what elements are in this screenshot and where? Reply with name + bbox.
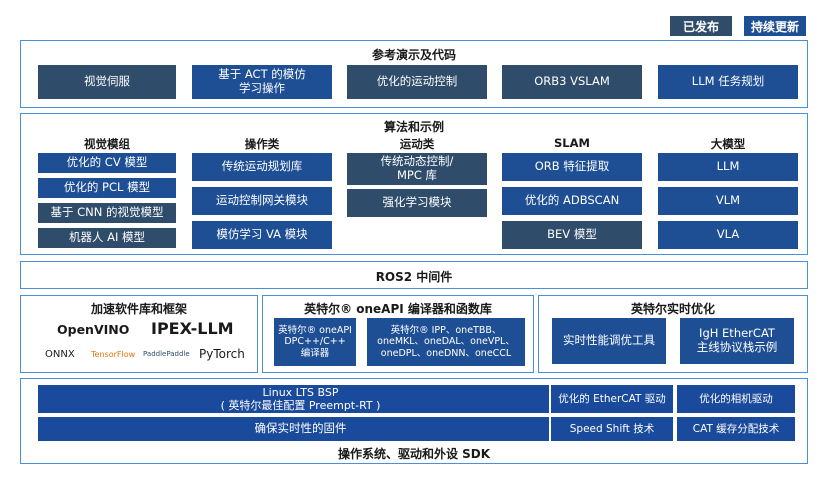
col-llm-title: 大模型	[710, 137, 746, 151]
demos-section: 参考演示及代码 视觉伺服 基于 ACT 的模仿 学习操作 优化的运动控制 ORB…	[20, 40, 808, 108]
col-slam-title: SLAM	[554, 136, 590, 150]
loco-reinforcement: 强化学习模块	[347, 189, 487, 217]
os-speed-shift: Speed Shift 技术	[549, 417, 673, 441]
llm-vla: VLA	[658, 221, 798, 249]
col-manipulation-title: 操作类	[244, 137, 280, 151]
os-section: Linux LTS BSP ( 英特尔最佳配置 Preempt-RT ) 确保实…	[20, 378, 808, 464]
llm-llm: LLM	[658, 153, 798, 181]
realtime-section: 英特尔实时优化 实时性能调优工具 IgH EtherCAT 主线协议栈示例	[538, 295, 808, 373]
manip-imitation-va: 模仿学习 VA 模块	[192, 221, 332, 249]
col-locomotion-title: 运动类	[399, 137, 435, 151]
onnx-logo: ONNX	[45, 349, 75, 360]
realtime-title: 英特尔实时优化	[630, 302, 715, 316]
os-linux-bsp: Linux LTS BSP ( 英特尔最佳配置 Preempt-RT )	[38, 385, 563, 413]
oneapi-libraries: 英特尔® IPP、oneTBB、 oneMKL、oneDAL、oneVPL、 o…	[367, 318, 525, 366]
loco-dynamic-control: 传统动态控制/ MPC 库	[347, 153, 487, 185]
demo-orb3-vslam: ORB3 VSLAM	[502, 65, 642, 99]
legend-updating: 持续更新	[744, 16, 806, 36]
os-ethercat-driver: 优化的 EtherCAT 驱动	[549, 385, 673, 413]
demo-visual-servo: 视觉伺服	[38, 65, 176, 99]
manip-control-gateway: 运动控制网关模块	[192, 187, 332, 215]
vision-cnn-model: 基于 CNN 的视觉模型	[38, 203, 176, 223]
col-vision-title: 视觉模组	[84, 137, 130, 151]
oneapi-compiler: 英特尔® oneAPI DPC++/C++ 编译器	[274, 318, 356, 366]
legend-published: 已发布	[670, 16, 732, 36]
accel-section: 加速软件库和框架 OpenVINO IPEX-LLM ONNX TensorFl…	[20, 295, 258, 373]
vision-pcl-model: 优化的 PCL 模型	[38, 178, 176, 198]
tensorflow-logo: TensorFlow	[91, 350, 136, 359]
os-title: 操作系统、驱动和外设 SDK	[337, 447, 491, 461]
vision-cv-model: 优化的 CV 模型	[38, 153, 176, 173]
ros2-title: ROS2 中间件	[375, 270, 453, 284]
llm-vlm: VLM	[658, 187, 798, 215]
oneapi-title: 英特尔® oneAPI 编译器和函数库	[304, 302, 492, 316]
algorithms-title: 算法和示例	[383, 120, 444, 134]
ipex-llm-logo: IPEX-LLM	[151, 319, 234, 338]
algorithms-section: 算法和示例 视觉模组 优化的 CV 模型 优化的 PCL 模型 基于 CNN 的…	[20, 113, 808, 255]
manip-motion-planning: 传统运动规划库	[192, 153, 332, 181]
paddlepaddle-logo: PaddlePaddle	[143, 350, 190, 358]
ros2-section: ROS2 中间件	[20, 261, 808, 289]
pytorch-logo: PyTorch	[199, 347, 245, 361]
os-camera-driver: 优化的相机驱动	[677, 385, 795, 413]
slam-adbscan: 优化的 ADBSCAN	[502, 187, 642, 215]
slam-bev-model: BEV 模型	[502, 221, 642, 249]
realtime-tuning-tool: 实时性能调优工具	[552, 318, 666, 364]
demos-title: 参考演示及代码	[371, 48, 456, 62]
realtime-igh-ethercat: IgH EtherCAT 主线协议栈示例	[680, 318, 794, 364]
accel-title: 加速软件库和框架	[90, 302, 187, 316]
os-realtime-firmware: 确保实时性的固件	[38, 417, 563, 441]
openvino-logo: OpenVINO	[57, 322, 130, 337]
slam-orb-feature: ORB 特征提取	[502, 153, 642, 181]
os-cat-cache: CAT 缓存分配技术	[677, 417, 795, 441]
demo-act-imitation: 基于 ACT 的模仿 学习操作	[192, 65, 332, 99]
demo-llm-planning: LLM 任务规划	[658, 65, 798, 99]
oneapi-section: 英特尔® oneAPI 编译器和函数库 英特尔® oneAPI DPC++/C+…	[262, 295, 534, 373]
vision-robot-ai-model: 机器人 AI 模型	[38, 228, 176, 248]
demo-motion-control: 优化的运动控制	[347, 65, 487, 99]
